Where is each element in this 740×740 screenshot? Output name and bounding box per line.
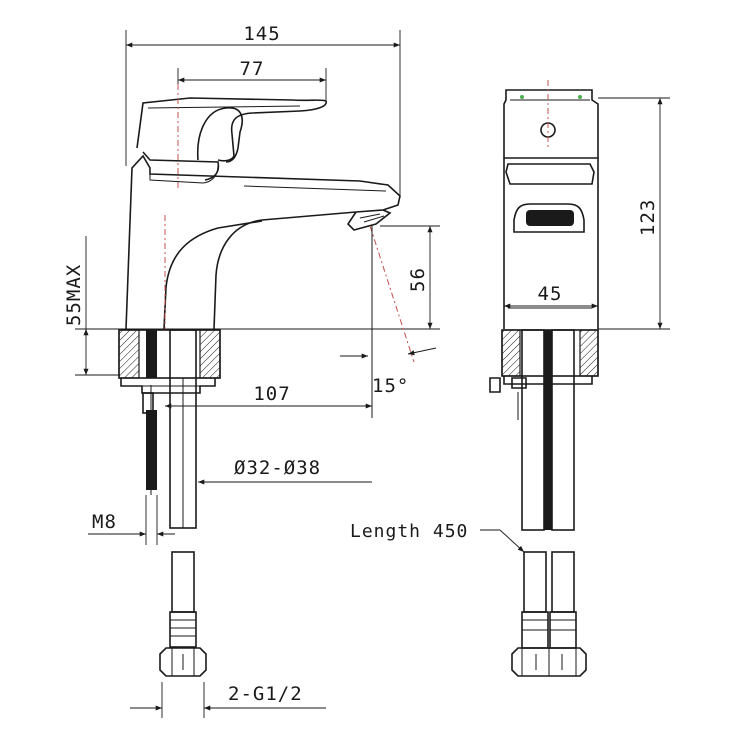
end-body-outline [503, 158, 599, 329]
dim-g12-label: 2-G1/2 [228, 683, 303, 705]
end-base-hatch-right [579, 329, 599, 377]
lever-top-line [147, 105, 301, 109]
dim-56-label: 56 [407, 267, 429, 292]
dim-hole-diameter: Ø32-Ø38 [197, 457, 372, 485]
lever-body-joint [149, 164, 219, 184]
dim-123: 123 [598, 97, 670, 330]
dim-55max-label: 55MAX [63, 264, 85, 326]
dim-145: 145 [125, 23, 401, 196]
dim-45: 45 [504, 283, 598, 309]
dim-m8-label: M8 [92, 511, 117, 533]
handle-cap [503, 89, 599, 159]
flow-centerline [369, 225, 415, 363]
end-clip [489, 377, 527, 393]
spout-aerator [346, 209, 392, 231]
dim-77-label: 77 [240, 58, 265, 80]
hose-lower-assembly [159, 551, 207, 677]
marker-dot-right [578, 95, 582, 99]
base-hatch-right [199, 329, 221, 379]
dim-15deg: 15° [340, 347, 437, 397]
base-hatch-left [118, 329, 140, 379]
dim-56: 56 [380, 225, 440, 329]
end-aerator-recess [513, 203, 585, 233]
end-view: 45 123 Length 450 [350, 80, 670, 677]
end-hose-left [521, 329, 545, 531]
lever-handle [136, 97, 327, 162]
threaded-stud-upper [146, 330, 157, 378]
dim-77: 77 [177, 58, 327, 100]
dim-hole-diameter-label: Ø32-Ø38 [234, 457, 321, 479]
dim-15deg-label: 15° [372, 375, 409, 397]
dim-123-label: 123 [637, 199, 659, 236]
end-body-collar [505, 163, 595, 185]
end-stud [544, 330, 552, 530]
end-hose-lower-assembly [511, 551, 587, 677]
spout-top-line [243, 185, 387, 192]
dim-107: 107 [164, 383, 372, 409]
lever-neck [196, 107, 243, 163]
dim-107-label: 107 [253, 383, 290, 405]
end-hose-right [551, 329, 575, 531]
side-view: 145 77 55MAX 56 15° 107 Ø32 [63, 23, 440, 718]
marker-dot-left [520, 95, 524, 99]
dim-145-label: 145 [243, 23, 280, 45]
end-aerator [526, 210, 574, 226]
dim-55max: 55MAX [63, 236, 89, 375]
dim-45-label: 45 [538, 283, 563, 305]
faucet-body-inner-edge [163, 220, 263, 330]
hose-length-label: Length 450 [350, 521, 468, 542]
hose-length-callout: Length 450 [350, 521, 525, 553]
end-base-hatch-left [501, 329, 521, 377]
dim-m8: M8 [88, 495, 175, 545]
faucet-body-outline [125, 154, 401, 330]
dim-g12: 2-G1/2 [130, 682, 326, 718]
stud-sleeve [142, 392, 154, 414]
aerator-detail [359, 213, 385, 223]
base-nut [120, 378, 216, 394]
